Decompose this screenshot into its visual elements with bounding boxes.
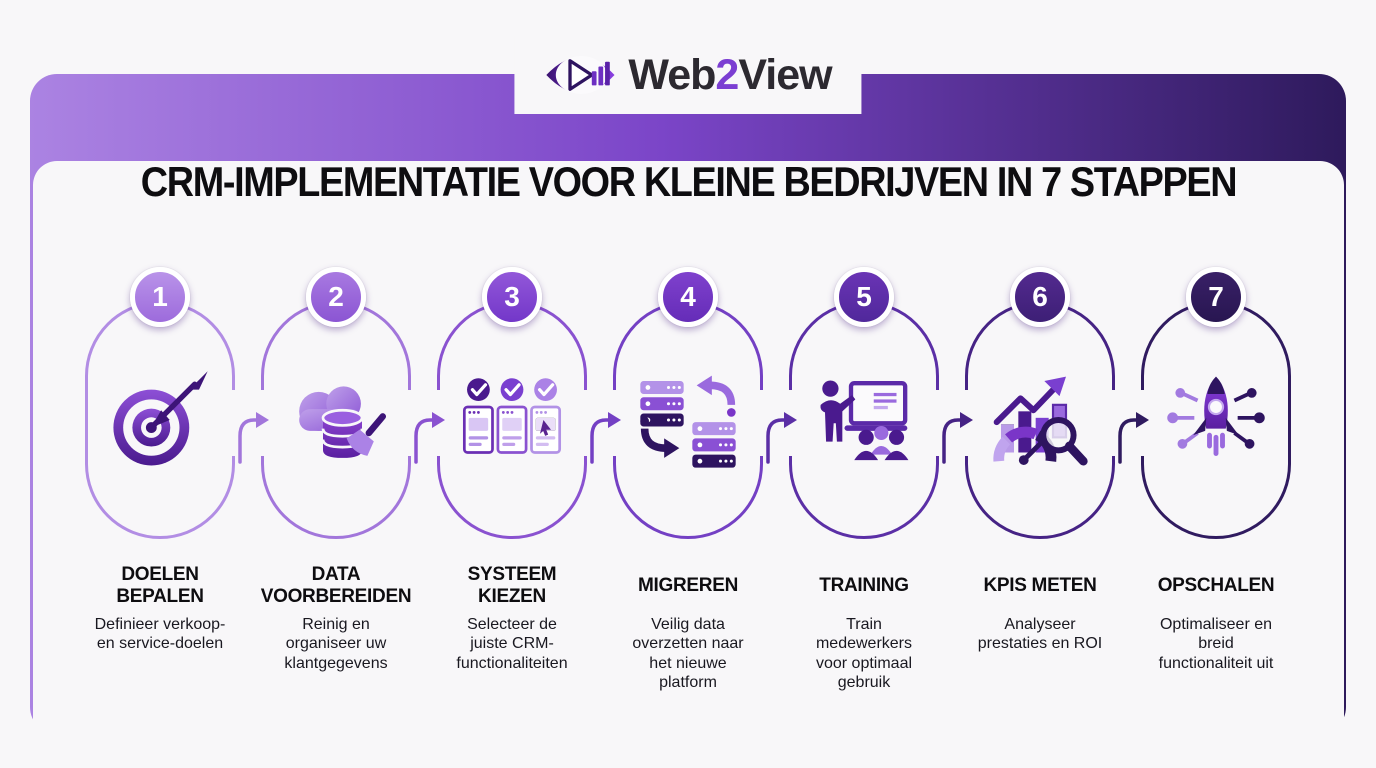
- step-systeem-kiezen: 3: [426, 266, 621, 693]
- capsule-gap: [578, 389, 588, 456]
- step-capsule: [612, 300, 764, 539]
- step-doelen-bepalen: 1: [74, 266, 269, 693]
- card-inner: CRM-IMPLEMENTATIE VOOR KLEINE BEDRIJVEN …: [32, 157, 1344, 768]
- step-number: 7: [1208, 280, 1224, 312]
- capsule-gap: [260, 389, 270, 456]
- kpi-analytics-icon: [993, 376, 1088, 465]
- step-number-badge: 7: [1186, 266, 1246, 327]
- step-training: 5: [778, 266, 973, 693]
- step-number-badge: 3: [482, 266, 542, 327]
- server-migration-icon: [640, 375, 736, 468]
- step-title: DOELEN BEPALEN: [116, 564, 204, 607]
- step-capsule: [1140, 300, 1291, 539]
- step-number-badge: 2: [306, 266, 366, 327]
- step-migreren: 4: [602, 266, 797, 693]
- step-opschalen: 7: [1130, 266, 1302, 693]
- steps-row: 1: [33, 266, 1344, 693]
- target-arrow-icon: [113, 370, 208, 465]
- arrow-right-icon: [238, 411, 269, 464]
- logo-text-view: View: [738, 50, 832, 99]
- checklist-cards-icon: [462, 377, 562, 454]
- step-title: SYSTEEM KIEZEN: [467, 564, 557, 607]
- step-number-badge: 6: [1010, 266, 1070, 327]
- step-number: 4: [680, 280, 696, 312]
- step-description: Veilig data overzetten naar het nieuwe p…: [632, 615, 744, 692]
- eye-play-chart-logo-icon: [546, 56, 615, 94]
- step-title: MIGREREN: [638, 574, 738, 596]
- step-number: 5: [856, 280, 872, 312]
- logo-text: Web2View: [628, 50, 832, 100]
- step-number: 3: [504, 280, 520, 312]
- capsule-gap: [226, 389, 236, 456]
- capsule-gap: [436, 389, 446, 456]
- capsule-gap: [754, 389, 764, 456]
- step-capsule: [964, 300, 1116, 539]
- step-number-badge: 1: [130, 266, 190, 327]
- step-title: OPSCHALEN: [1157, 574, 1275, 596]
- step-kpis-meten: 6: [954, 266, 1149, 693]
- step-title: TRAINING: [819, 574, 909, 596]
- step-capsule: [436, 300, 588, 539]
- capsule-gap: [1140, 389, 1150, 456]
- step-data-voorbereiden: 2: [250, 266, 445, 693]
- step-number: 2: [328, 280, 344, 312]
- cloud-database-cleaning-icon: [299, 385, 387, 458]
- logo-text-2: 2: [715, 50, 739, 99]
- capsule-gap: [1106, 389, 1116, 456]
- arrow-right-icon: [590, 411, 621, 464]
- arrow-right-icon: [414, 411, 445, 464]
- logo-text-web: Web: [628, 50, 716, 99]
- step-capsule: [85, 300, 236, 539]
- capsule-gap: [788, 389, 798, 456]
- capsule-gap: [402, 389, 412, 456]
- arrow-right-icon: [1118, 411, 1149, 464]
- arrow-right-icon: [766, 411, 797, 464]
- step-description: Train medewerkers voor optimaal gebruik: [815, 615, 913, 692]
- logo: Web2View: [514, 36, 862, 114]
- capsule-gap: [612, 389, 622, 456]
- capsule-gap: [930, 389, 940, 456]
- step-description: Analyseer prestaties en ROI: [977, 615, 1103, 653]
- step-title: DATA VOORBEREIDEN: [260, 564, 412, 607]
- capsule-gap: [964, 389, 974, 456]
- trainer-presentation-icon: [820, 379, 909, 460]
- step-number: 6: [1032, 280, 1048, 312]
- step-description: Optimaliseer en breid functionaliteit ui…: [1158, 615, 1274, 672]
- arrow-right-icon: [942, 411, 973, 464]
- infographic-card: CRM-IMPLEMENTATIE VOOR KLEINE BEDRIJVEN …: [30, 74, 1346, 768]
- step-capsule: [788, 300, 940, 539]
- step-number-badge: 4: [658, 266, 718, 327]
- step-description: Selecteer de juiste CRM- functionaliteit…: [456, 615, 568, 672]
- rocket-scale-icon: [1167, 376, 1265, 456]
- step-title: KPIS METEN: [983, 574, 1097, 596]
- step-description: Definieer verkoop- en service-doelen: [94, 615, 226, 653]
- step-number-badge: 5: [834, 266, 894, 327]
- step-capsule: [260, 300, 412, 539]
- step-description: Reinig en organiseer uw klantgegevens: [284, 615, 388, 672]
- step-number: 1: [152, 280, 168, 312]
- page-title: CRM-IMPLEMENTATIE VOOR KLEINE BEDRIJVEN …: [140, 157, 1237, 205]
